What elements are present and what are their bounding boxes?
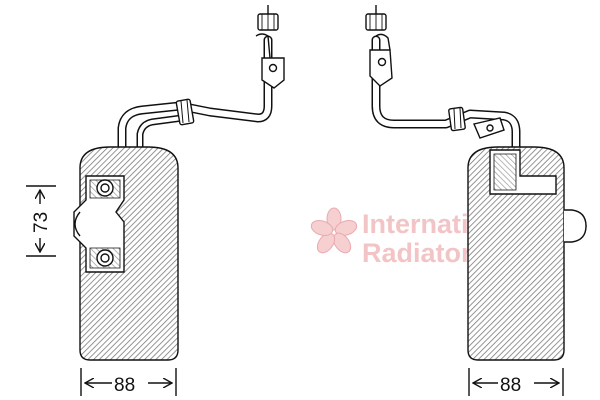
right-pipe-nut [448,106,466,132]
right-top-fitting [365,5,387,31]
left-mounting-clamp [73,175,125,273]
right-width-label: 88 [500,375,521,396]
right-receiver-drier [365,5,587,361]
left-pipe-nut [175,98,195,126]
right-mounting-clamp [473,117,587,243]
flower-logo-icon [310,207,358,254]
left-top-fitting [257,5,279,31]
watermark-line2: Radiators [362,238,487,268]
left-pipe [117,35,273,157]
right-pipe-bracket [369,49,393,87]
left-receiver-drier [73,5,285,361]
right-cylinder [467,146,565,361]
left-width-label: 88 [114,375,135,396]
left-pipe-bracket [261,57,285,89]
left-height-label: 73 [31,212,52,233]
